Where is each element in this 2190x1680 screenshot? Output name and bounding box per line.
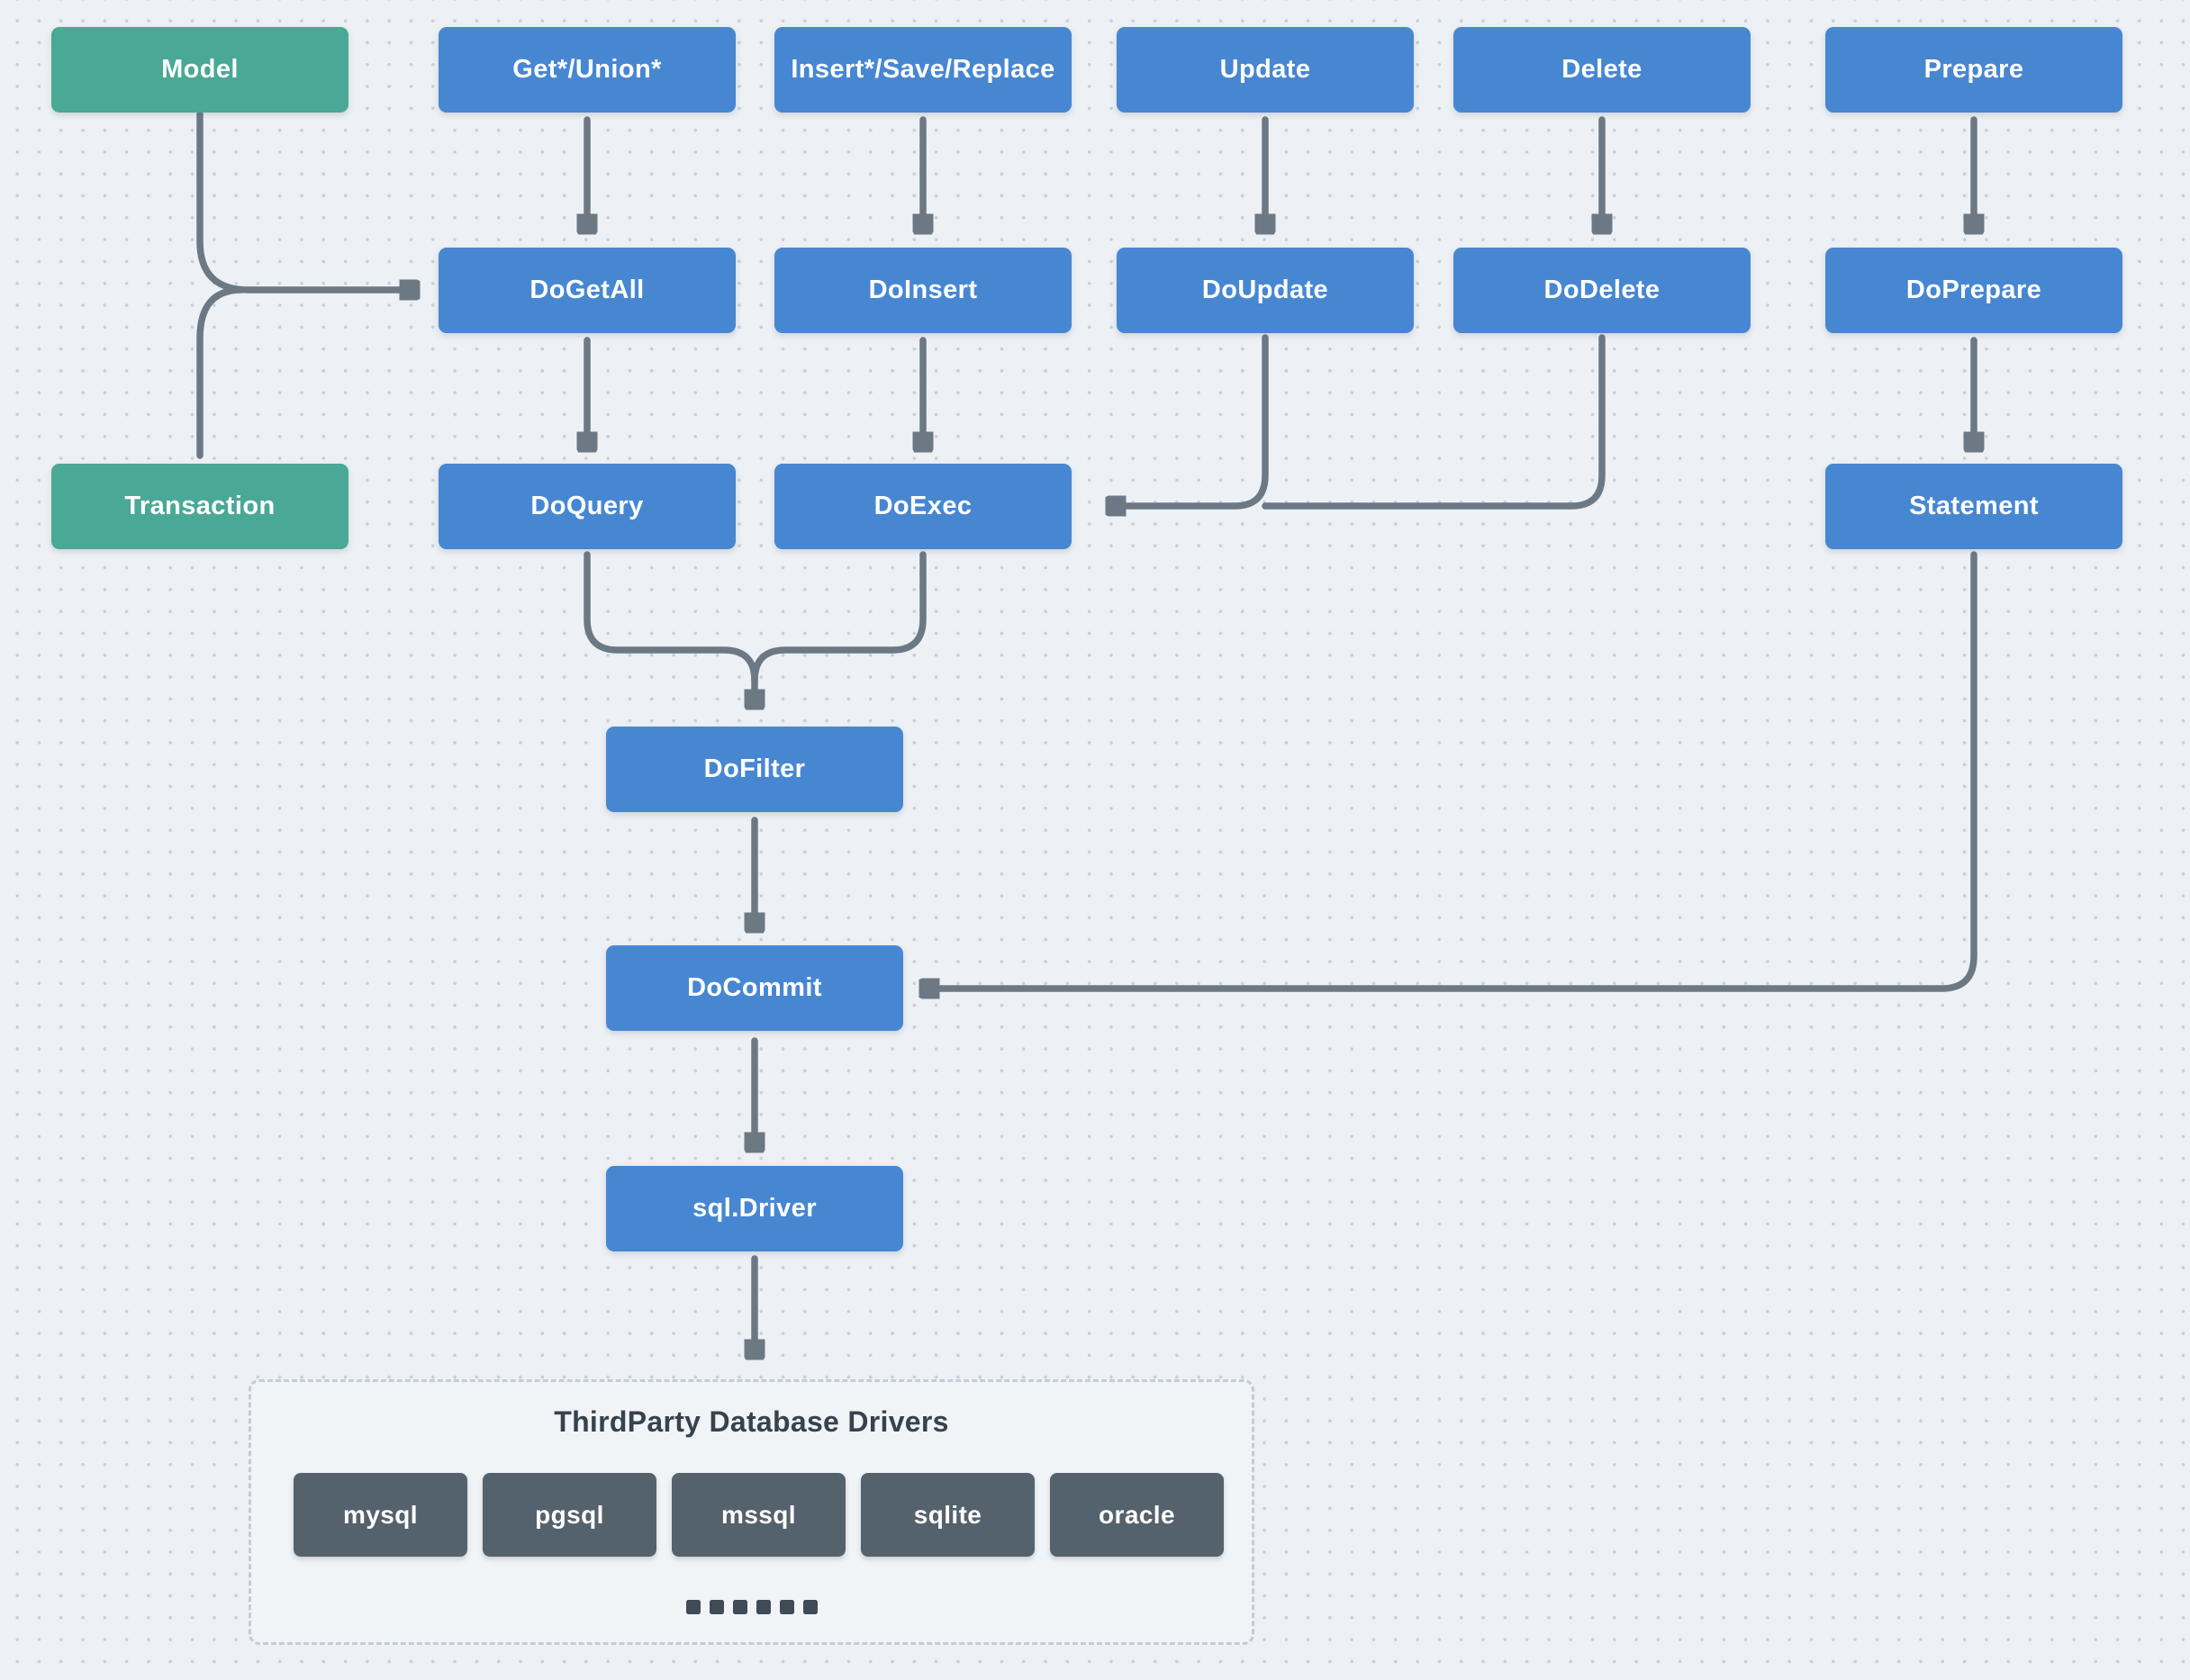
node-delete: Delete xyxy=(1453,27,1751,113)
node-prepare: Prepare xyxy=(1825,27,2122,113)
driver-box-mysql: mysql xyxy=(294,1473,467,1557)
node-label: Insert*/Save/Replace xyxy=(791,55,1055,84)
node-label: DoDelete xyxy=(1543,275,1661,304)
driver-label: mysql xyxy=(343,1500,418,1529)
connector-doexec-dofilter xyxy=(751,551,927,684)
node-update: Update xyxy=(1117,27,1414,113)
thirdparty-title: ThirdParty Database Drivers xyxy=(554,1405,949,1438)
driver-box-oracle: oracle xyxy=(1050,1473,1224,1557)
node-label: DoQuery xyxy=(530,492,644,520)
connector-model-transaction xyxy=(196,286,245,459)
node-label: DoUpdate xyxy=(1201,275,1329,304)
node-label: DoCommit xyxy=(687,973,822,1002)
driver-label: sqlite xyxy=(913,1500,982,1529)
node-get-union: Get*/Union* xyxy=(439,27,736,113)
node-model: Model xyxy=(51,27,348,113)
node-insert-save-replace: Insert*/Save/Replace xyxy=(774,27,1072,113)
connector-doupdate-doexec xyxy=(1109,334,1269,506)
connector-statement-docommit xyxy=(923,551,1977,989)
node-sql-driver: sql.Driver xyxy=(606,1166,903,1251)
ellipsis-dots xyxy=(251,1600,1252,1614)
driver-box-pgsql: pgsql xyxy=(483,1473,656,1557)
node-label: Model xyxy=(161,55,239,84)
node-label: Prepare xyxy=(1923,55,2024,84)
driver-label: mssql xyxy=(721,1500,796,1529)
driver-label: pgsql xyxy=(535,1500,604,1529)
node-do-prepare: DoPrepare xyxy=(1825,248,2122,333)
node-do-query: DoQuery xyxy=(439,464,736,549)
node-label: sql.Driver xyxy=(692,1194,817,1223)
node-label: DoFilter xyxy=(703,754,806,783)
node-label: Statement xyxy=(1909,492,2039,520)
driver-box-mssql: mssql xyxy=(672,1473,846,1557)
node-label: DoExec xyxy=(873,492,973,520)
driver-label: oracle xyxy=(1099,1500,1175,1529)
node-label: Update xyxy=(1219,55,1311,84)
node-label: DoInsert xyxy=(868,275,978,304)
node-do-commit: DoCommit xyxy=(606,945,903,1031)
node-do-exec: DoExec xyxy=(774,464,1072,549)
thirdparty-drivers-container: ThirdParty Database Drivers mysql pgsql … xyxy=(249,1379,1254,1645)
connector-dodelete-doexec xyxy=(1262,334,1606,510)
node-do-delete: DoDelete xyxy=(1453,248,1751,333)
node-label: DoGetAll xyxy=(529,275,645,304)
node-do-get-all: DoGetAll xyxy=(439,248,736,333)
driver-box-sqlite: sqlite xyxy=(861,1473,1035,1557)
node-transaction: Transaction xyxy=(51,464,348,549)
node-label: DoPrepare xyxy=(1905,275,2042,304)
node-label: Get*/Union* xyxy=(512,55,662,84)
node-do-filter: DoFilter xyxy=(606,727,903,812)
connector-model-branch-dogetall xyxy=(196,111,416,290)
node-label: Delete xyxy=(1561,55,1642,84)
connector-doquery-dofilter xyxy=(584,551,755,706)
node-label: Transaction xyxy=(124,492,276,520)
node-statement: Statement xyxy=(1825,464,2122,549)
node-do-update: DoUpdate xyxy=(1117,248,1414,333)
node-do-insert: DoInsert xyxy=(774,248,1072,333)
